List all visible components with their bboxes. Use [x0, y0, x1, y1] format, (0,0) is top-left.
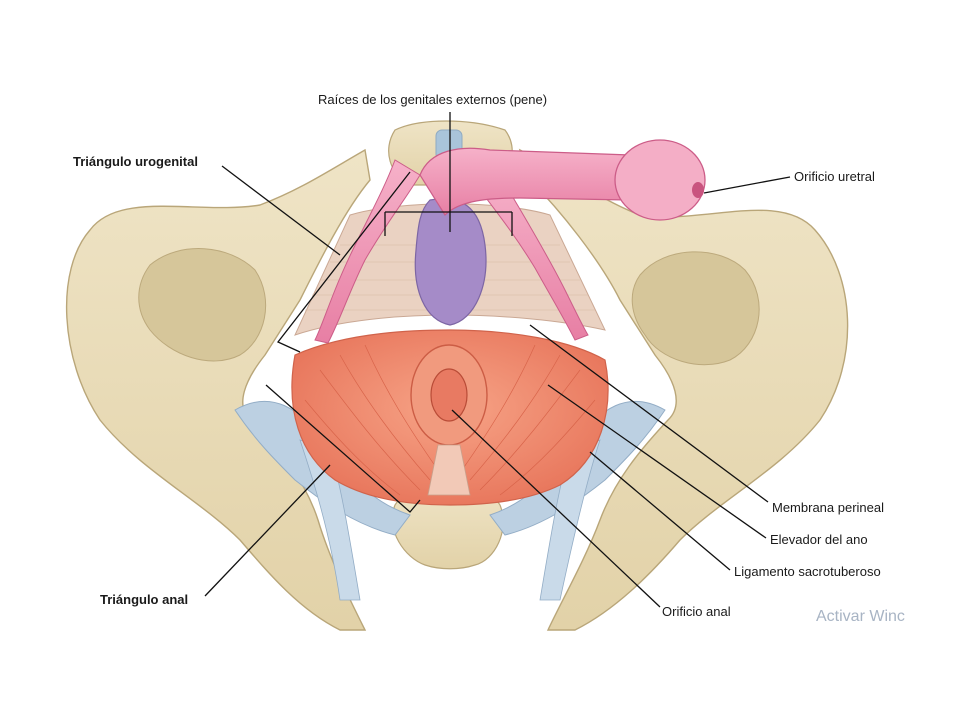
- muscle-fibers: [304, 344, 596, 496]
- urethral-orifice-shape: [692, 182, 704, 198]
- anal-orifice-shape: [430, 368, 468, 422]
- left-hip-bone: [65, 148, 371, 631]
- label-anal-orifice: Orificio anal: [662, 604, 731, 619]
- label-urogenital-triangle: Triángulo urogenital: [73, 154, 198, 169]
- label-levator-ani: Elevador del ano: [770, 532, 868, 547]
- urogenital-triangle-outline: [276, 171, 411, 353]
- bulb-of-penis: [414, 198, 487, 326]
- anal-canal: [410, 344, 488, 496]
- anococcygeal-body: [427, 444, 471, 496]
- right-crus: [479, 174, 589, 341]
- roots-bracket: [384, 112, 513, 236]
- label-urethral-orifice: Orificio uretral: [794, 169, 875, 184]
- pelvic-bones: [65, 120, 849, 631]
- anal-triangle-outline: [265, 384, 421, 513]
- label-anal-triangle: Triángulo anal: [100, 592, 188, 607]
- label-perineal-membrane: Membrana perineal: [772, 500, 884, 515]
- label-roots: Raíces de los genitales externos (pene): [318, 92, 547, 107]
- activation-watermark: Activar Winc: [816, 608, 905, 625]
- left-ilium-fossa: [138, 248, 267, 362]
- right-hip-bone: [518, 148, 849, 631]
- right-ilium-fossa: [631, 251, 760, 366]
- glans-penis: [614, 139, 706, 221]
- leader-lines: [204, 165, 791, 608]
- label-sacrotuberous-ligament: Ligamento sacrotuberoso: [734, 564, 881, 579]
